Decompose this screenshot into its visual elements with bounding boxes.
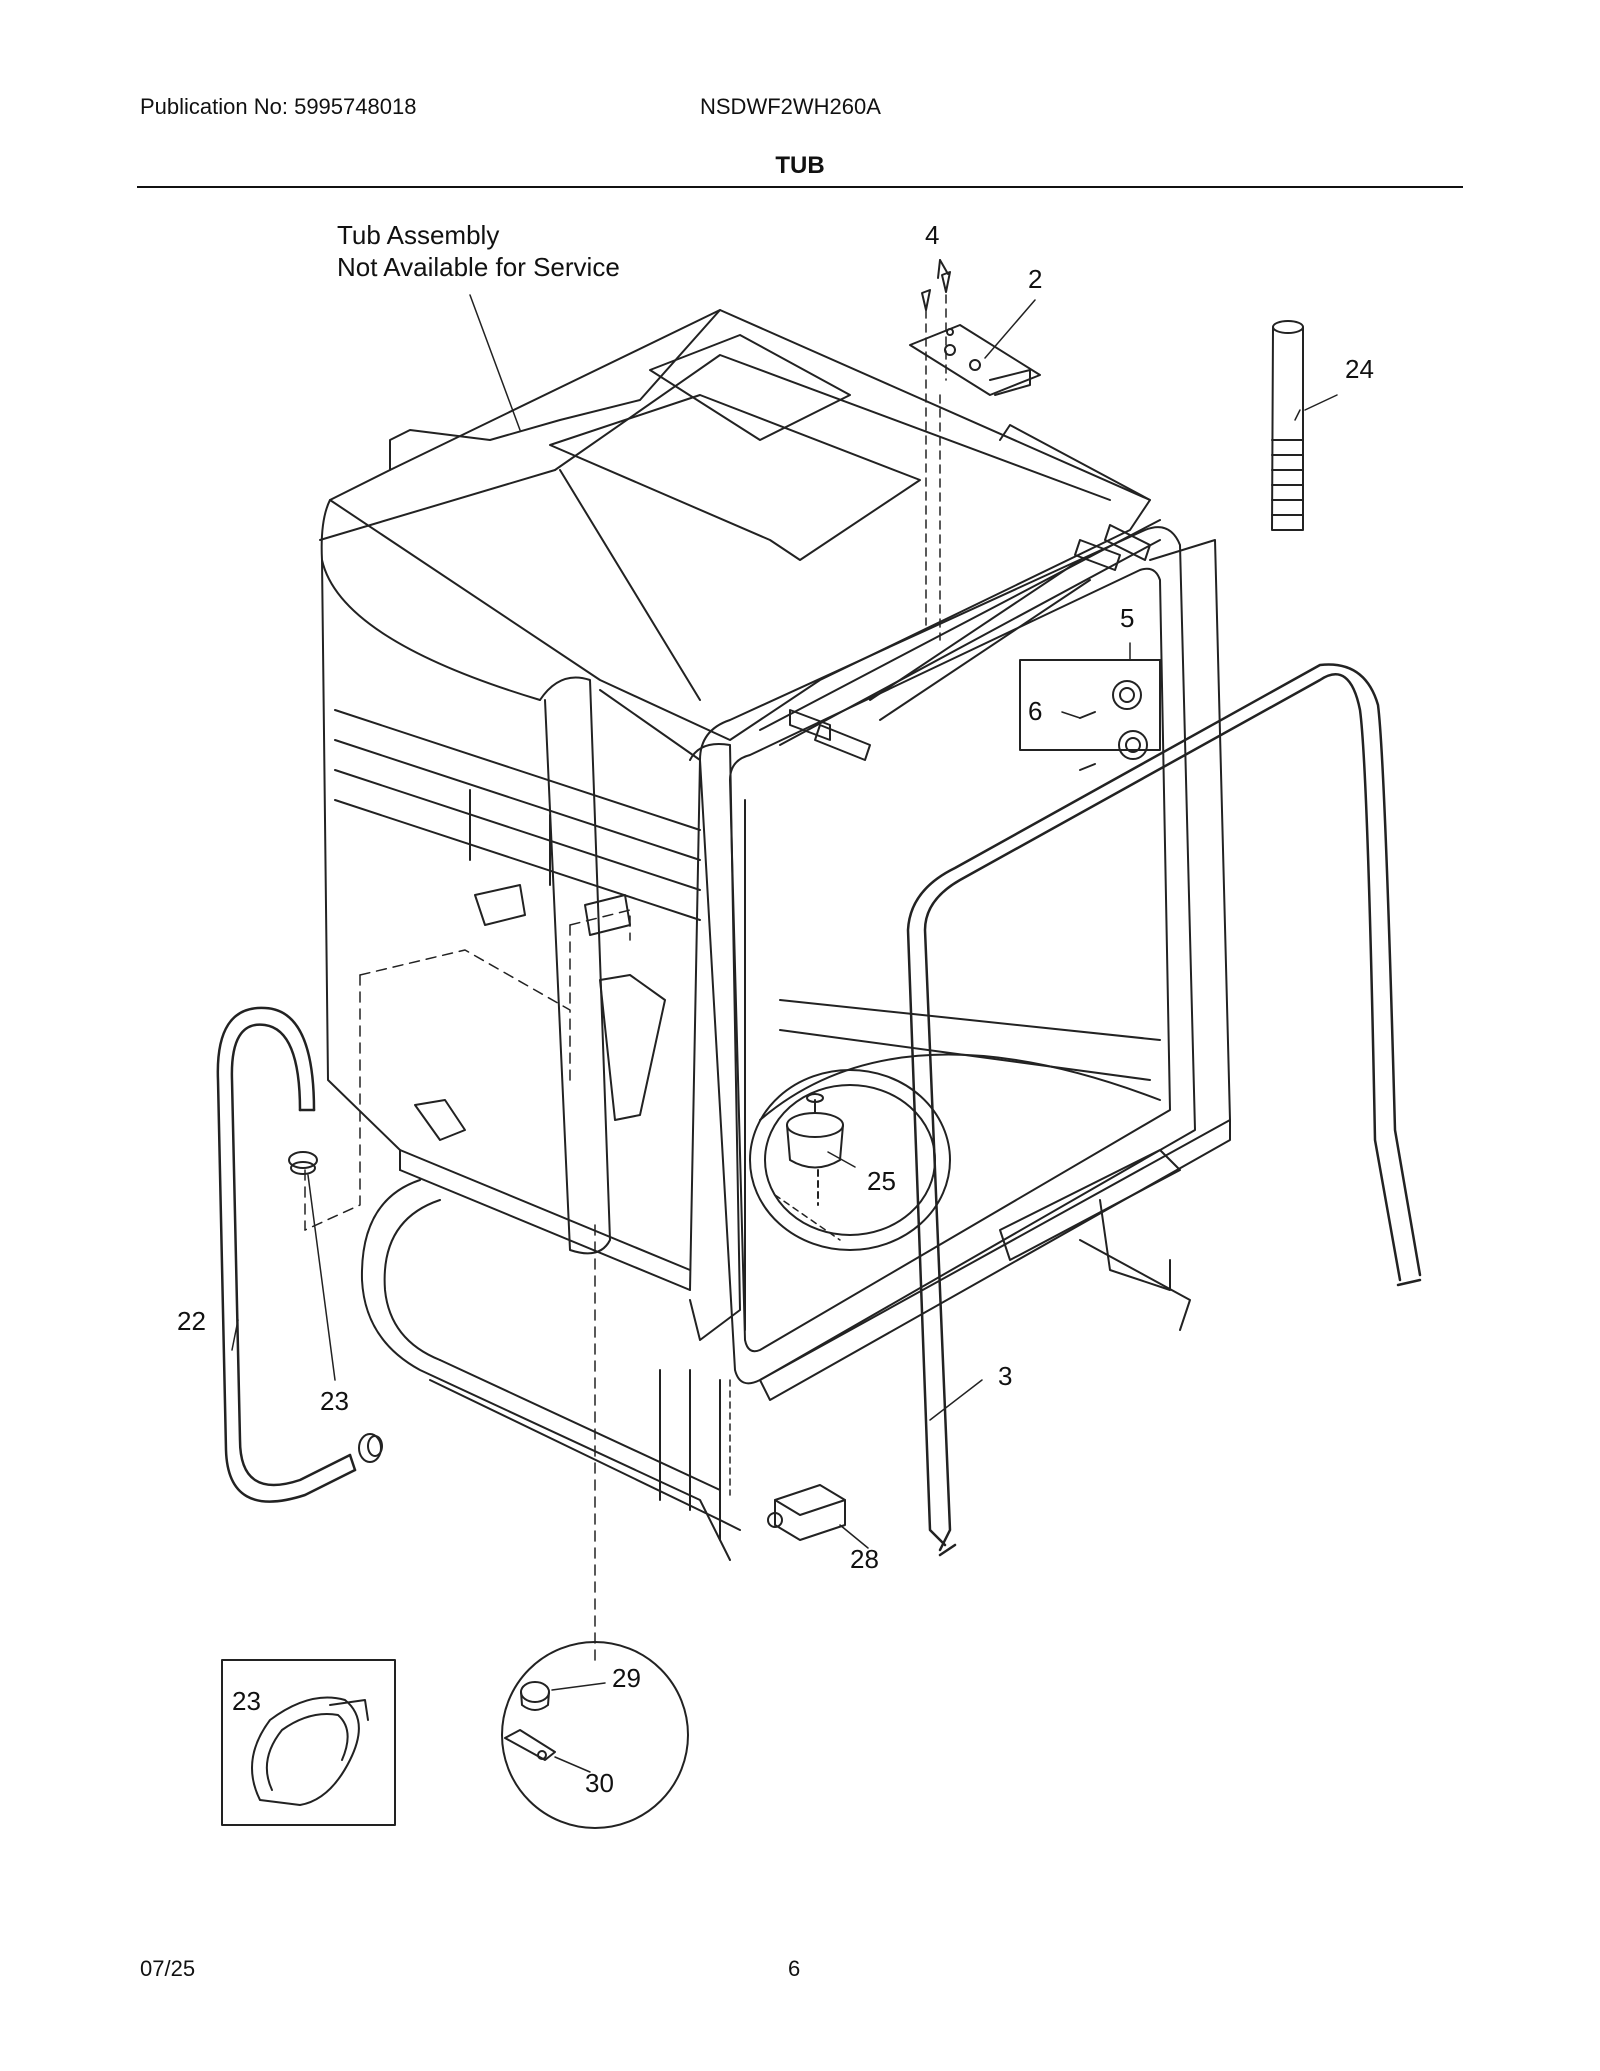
callout-29: 29 — [612, 1663, 641, 1693]
hose-clamp-part-23 — [358, 1433, 383, 1463]
hinge-bracket-part-2 — [909, 324, 1041, 396]
section-title: TUB — [775, 152, 825, 179]
sump-area — [749, 1069, 951, 1251]
callout-labels: Tub Assembly Not Available for Service 4… — [177, 220, 1374, 1798]
note-tub-assembly-line1: Tub Assembly — [337, 220, 499, 250]
callout-5: 5 — [1120, 603, 1134, 633]
footer-page-number: 6 — [788, 1956, 801, 1981]
base-frame — [360, 1179, 1191, 1561]
rack-roller-kit-part-5 — [1019, 659, 1161, 771]
callout-22: 22 — [177, 1306, 206, 1336]
clamp-leader-line — [307, 1174, 336, 1381]
callout-25: 25 — [867, 1166, 896, 1196]
side-vent-parts — [414, 884, 666, 1141]
callout-2: 2 — [1028, 264, 1042, 294]
dispenser-dashed-outline — [304, 909, 631, 1661]
tub-front-frame — [699, 519, 1231, 1401]
callout-6: 6 — [1028, 696, 1042, 726]
callout-24: 24 — [1345, 354, 1374, 384]
inset-circle-detail — [501, 1641, 689, 1829]
screws-part-4 — [921, 259, 951, 311]
footer-date: 07/25 — [140, 1956, 196, 1981]
model-number: NSDWF2WH260A — [700, 94, 881, 119]
tub-body — [319, 309, 1151, 1341]
callout-23-hose: 23 — [320, 1386, 349, 1416]
callout-28: 28 — [850, 1544, 879, 1574]
inset-clamp — [221, 1659, 396, 1826]
hose-clamp-upper — [288, 1151, 318, 1175]
hinge-leader-dashes — [925, 294, 947, 641]
header-rule — [137, 186, 1463, 188]
float-part-25 — [774, 1093, 844, 1241]
callout-23-inset: 23 — [232, 1686, 261, 1716]
publication-number: Publication No: 5995748018 — [140, 94, 417, 119]
callout-leader-lines — [231, 294, 1338, 1773]
door-gasket-part-3 — [906, 663, 1422, 1557]
callout-3: 3 — [998, 1361, 1012, 1391]
switch-part-28 — [729, 1379, 846, 1541]
note-tub-assembly-line2: Not Available for Service — [337, 252, 620, 282]
fill-tube-part-24 — [1271, 320, 1304, 531]
callout-30: 30 — [585, 1768, 614, 1798]
callout-4: 4 — [925, 220, 939, 250]
drain-hose-part-22 — [216, 1006, 357, 1503]
